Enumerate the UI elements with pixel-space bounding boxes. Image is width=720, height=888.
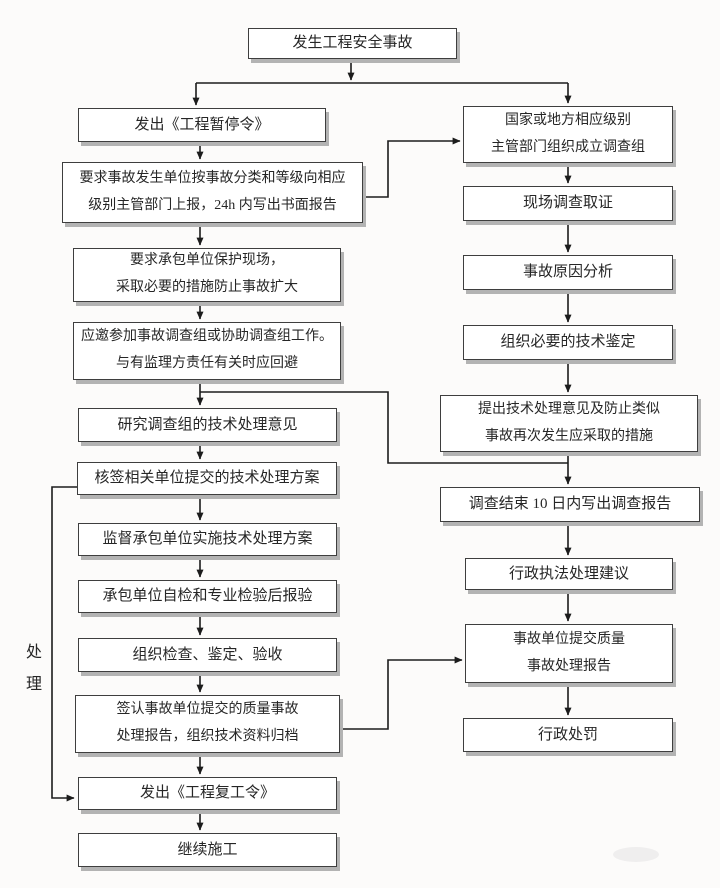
node-protect-site: 要求承包单位保护现场， 采取必要的措施防止事故扩大 — [73, 248, 341, 302]
node-technical-appraisal: 组织必要的技术鉴定 — [463, 325, 673, 360]
side-label-handling: 处 理 — [25, 644, 42, 693]
node-supervise-implementation: 监督承包单位实施技术处理方案 — [78, 523, 337, 556]
node-administrative-penalty: 行政处罚 — [463, 718, 673, 752]
node-organize-inspection-acceptance: 组织检查、鉴定、验收 — [78, 638, 337, 672]
node-authority-investigation-team: 国家或地方相应级别 主管部门组织成立调查组 — [463, 106, 673, 163]
node-study-technical-opinions: 研究调查组的技术处理意见 — [78, 408, 337, 442]
node-sign-report-archive: 签认事故单位提交的质量事故 处理报告，组织技术资料归档 — [75, 695, 340, 753]
node-investigation-report-10days: 调查结束 10 日内写出调查报告 — [440, 487, 700, 522]
node-technical-opinions-prevention: 提出技术处理意见及防止类似 事故再次发生应采取的措施 — [440, 395, 698, 452]
node-contractor-self-inspection: 承包单位自检和专业检验后报验 — [78, 580, 337, 613]
node-cause-analysis: 事故原因分析 — [463, 255, 673, 290]
node-continue-construction: 继续施工 — [78, 833, 337, 867]
node-countersign-technical-plan: 核签相关单位提交的技术处理方案 — [77, 462, 337, 495]
node-enforcement-suggestion: 行政执法处理建议 — [465, 558, 673, 590]
node-join-investigation-team: 应邀参加事故调查组或协助调查组工作。 与有监理方责任有关时应回避 — [73, 322, 341, 380]
node-accident-unit-report: 事故单位提交质量 事故处理报告 — [465, 624, 673, 683]
node-issue-stop-order: 发出《工程暂停令》 — [78, 108, 326, 142]
watermark — [613, 847, 659, 862]
node-site-investigation: 现场调查取证 — [463, 186, 673, 221]
node-report-to-authorities: 要求事故发生单位按事故分类和等级向相应 级别主管部门上报，24h 内写出书面报告 — [62, 162, 363, 223]
node-start: 发生工程安全事故 — [248, 28, 457, 59]
node-issue-resume-order: 发出《工程复工令》 — [78, 777, 337, 810]
